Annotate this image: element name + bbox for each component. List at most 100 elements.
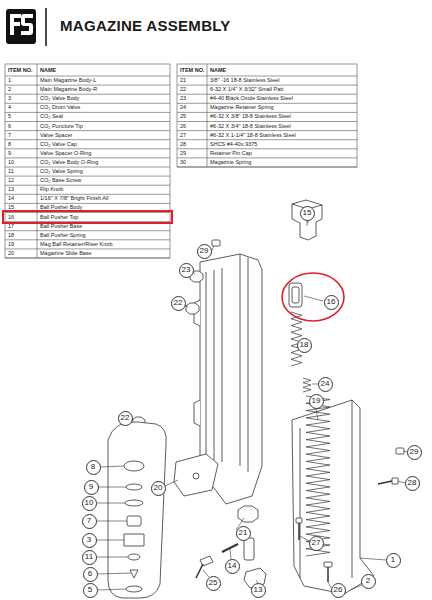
table-cell: 26 [177, 122, 207, 131]
table-rule [5, 185, 170, 186]
highlight-box [3, 211, 172, 223]
table-cell: 27 [177, 131, 207, 140]
table-cell: 14 [5, 194, 37, 203]
table-rule [5, 130, 170, 131]
callout-number: 20 [154, 484, 163, 492]
table-rule [5, 121, 170, 122]
callout-number: 28 [408, 479, 417, 487]
table-rule [5, 221, 170, 222]
callout-number: 27 [312, 539, 321, 547]
callout-circle: 8 [86, 460, 101, 475]
table-rule [177, 130, 357, 131]
table-cell: 5 [5, 112, 37, 121]
callout-number: 29 [200, 247, 209, 255]
table-cell: 17 [5, 222, 37, 231]
table-rule [177, 157, 357, 158]
callout-circle: 15 [300, 206, 315, 221]
table-cell: Ball Pusher Spring [37, 231, 170, 240]
table-cell: 12 [5, 176, 37, 185]
table-cell: #6-32 X 3/4" 18-8 Stainless Steel [207, 122, 357, 131]
table-rule [5, 157, 170, 158]
callout-number: 22 [121, 414, 130, 422]
callout-number: 18 [300, 341, 309, 349]
table-header: ITEM NO. [177, 64, 207, 76]
table-cell: 25 [177, 112, 207, 121]
table-cell: 30 [177, 158, 207, 167]
table-rule [177, 94, 357, 95]
table-cell: CO₂ Valve Cap [37, 140, 170, 149]
table-rule [5, 258, 170, 259]
table-cell: 1 [5, 76, 37, 85]
table-cell: 29 [177, 149, 207, 158]
table-cell: Ball Pusher Base [37, 222, 170, 231]
table-rule [5, 148, 170, 149]
table-cell: 6 [5, 122, 37, 131]
callout-circle: 2 [361, 574, 376, 589]
callout-circle: 22 [118, 411, 133, 426]
table-rule [207, 64, 208, 167]
table-cell: CO₂ Valve Body O-Ring [37, 158, 170, 167]
callout-number: 9 [89, 483, 93, 491]
callout-circle: 22 [171, 296, 186, 311]
callout-circle: 10 [82, 496, 97, 511]
table-cell: 21 [177, 76, 207, 85]
table-rule [177, 112, 357, 113]
table-cell: Ball Pusher Top [37, 213, 170, 222]
table-rule [5, 203, 170, 204]
table-rule [177, 148, 357, 149]
leader-lines [96, 221, 407, 590]
callout-circle: 26 [331, 583, 346, 598]
callout-circle: 11 [82, 550, 97, 565]
spring-coil [303, 378, 311, 392]
table-rule [5, 85, 170, 86]
callout-number: 26 [334, 586, 343, 594]
table-rule [5, 94, 170, 95]
callout-number: 1 [391, 556, 395, 564]
table-cell: CO₂ Puncture Tip [37, 122, 170, 131]
table-rule [5, 239, 170, 240]
callout-circle: 3 [82, 533, 97, 548]
table-rule [177, 139, 357, 140]
table-rule [5, 112, 170, 113]
table-rule [5, 212, 170, 213]
table-cell: SHCS #4-40x.9375 [207, 140, 357, 149]
table-cell: 6-32 X 1/4" X 3/32" Small Patt [207, 85, 357, 94]
callout-number: 24 [321, 380, 330, 388]
table-border [5, 64, 170, 258]
table-cell: 11 [5, 167, 37, 176]
table-header: ITEM NO. [5, 64, 37, 76]
table-border [177, 64, 357, 167]
logo [6, 8, 46, 46]
callout-number: 15 [303, 209, 312, 217]
spring-coil [306, 396, 330, 556]
callout-circle: 29 [407, 445, 422, 460]
table-cell: Valve Spacer O-Ring [37, 149, 170, 158]
table-rule [177, 85, 357, 86]
callout-circle: 23 [179, 263, 194, 278]
callout-circle: 29 [197, 244, 212, 259]
table-rule [5, 76, 170, 77]
table-cell: Mag Ball Retainer/Riser Knob [37, 240, 170, 249]
table-cell: 3/8" -16 18-8 Stainless Steel [207, 76, 357, 85]
table-cell: 28 [177, 140, 207, 149]
table-cell: CO₂ Base Screw [37, 176, 170, 185]
parts [108, 200, 404, 598]
callout-number: 2 [366, 577, 370, 585]
callout-number: 21 [239, 529, 248, 537]
table-cell: CO₂ Seal [37, 112, 170, 121]
table-rule [5, 248, 170, 249]
highlight-circle [282, 273, 344, 321]
table-cell: CO₂ Drum Valve [37, 103, 170, 112]
table-cell: CO₂ Valve Body [37, 94, 170, 103]
callout-circle: 21 [236, 526, 251, 541]
callout-number: 14 [228, 562, 237, 570]
table-cell: 4 [5, 103, 37, 112]
title: MAGAZINE ASSEMBLY [60, 17, 231, 34]
callout-circle: 27 [309, 536, 324, 551]
table-cell: 16 [5, 213, 37, 222]
table-cell: Valve Spacer [37, 131, 170, 140]
table-rule [5, 230, 170, 231]
callout-circle: 25 [206, 576, 221, 591]
table-cell: 7 [5, 131, 37, 140]
table-cell: 18 [5, 231, 37, 240]
